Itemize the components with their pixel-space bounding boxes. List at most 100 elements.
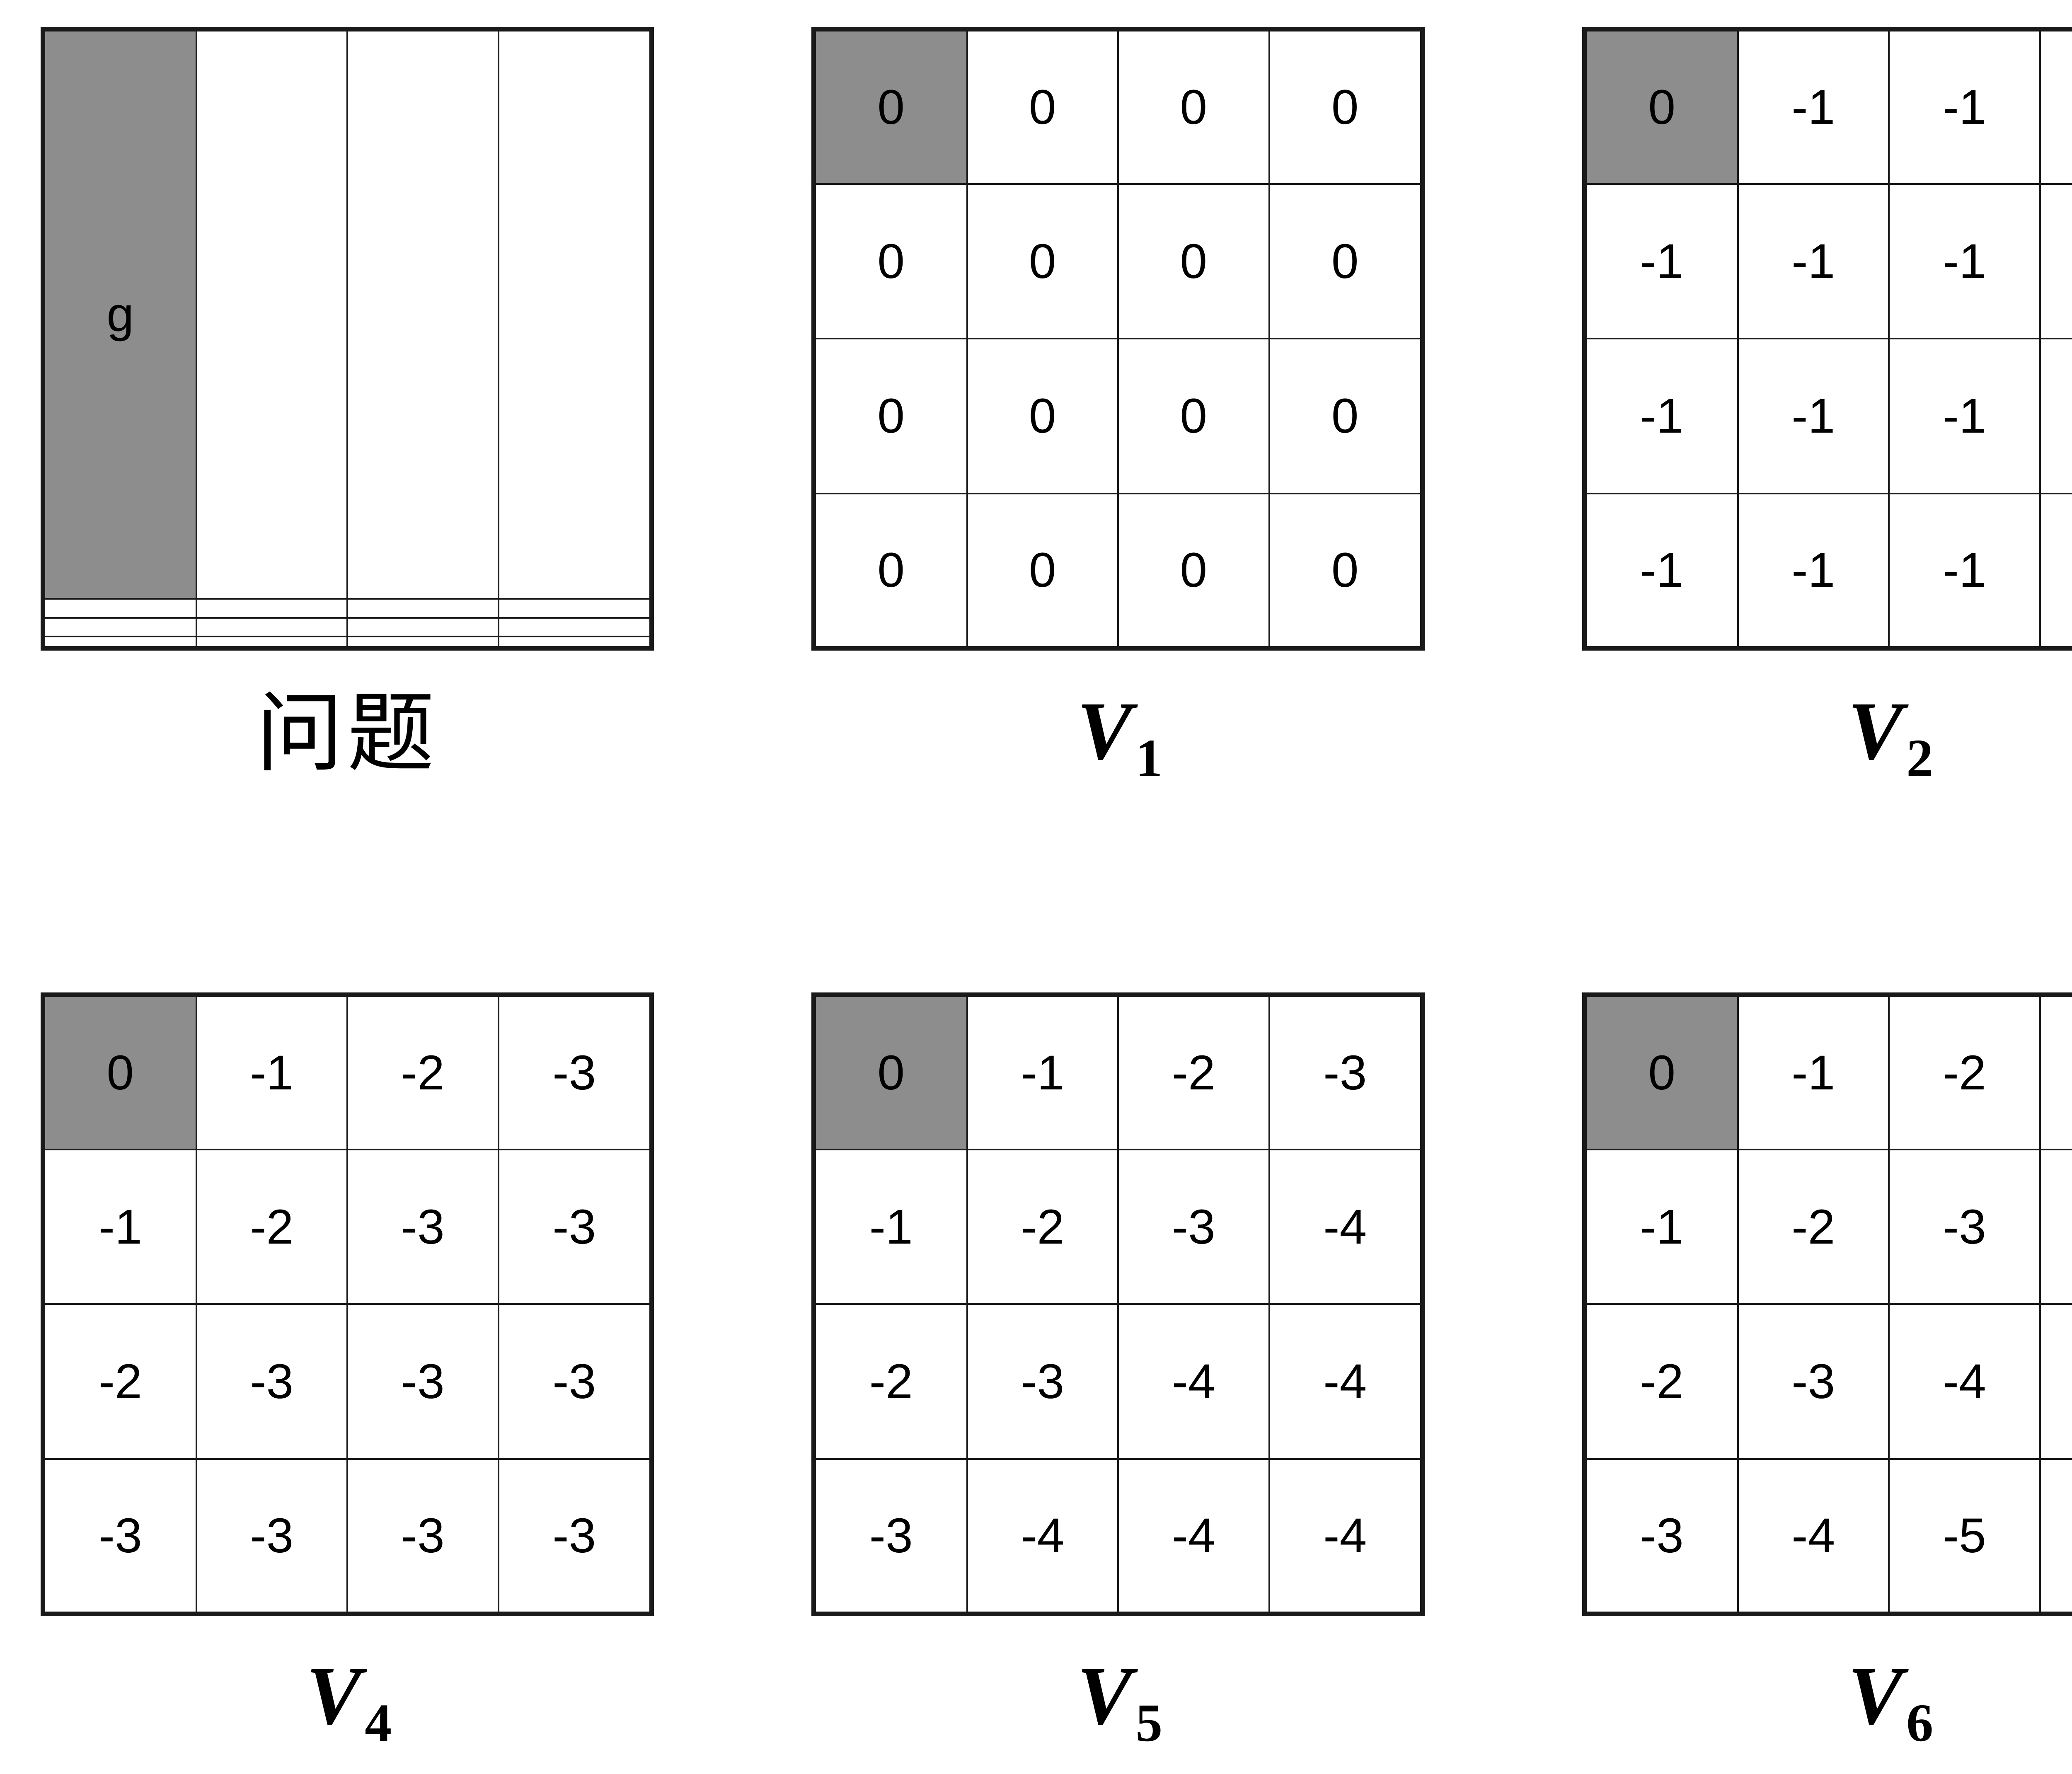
panel-problem-caption: 问题 (41, 690, 654, 777)
grid-cell-row0-col3: -1 (2039, 31, 2072, 185)
panel-v5-caption: V5 (811, 1655, 1425, 1750)
panel-v4-grid: 0-1-2-3-1-2-3-3-2-3-3-3-3-3-3-3 (41, 992, 654, 1616)
grid-cell-row0-col2: -2 (346, 997, 499, 1150)
grid-cell-row1-col0: -1 (1587, 183, 1739, 340)
caption-symbol: V (1077, 1650, 1133, 1742)
grid-cell-row2-col0: -2 (45, 1303, 197, 1460)
grid-cell-row0-col2: 0 (1117, 31, 1270, 185)
caption-symbol: V (306, 1650, 362, 1742)
panel-v6: 0-1-2-3-1-2-3-4-2-3-4-5-3-4-5-5V6 (1582, 992, 2072, 1750)
grid-cell-row2-col2: -4 (1888, 1303, 2041, 1460)
grid-cell-row2-col0: -1 (1587, 338, 1739, 495)
grid-cell-row3-col3: -3 (497, 1458, 649, 1612)
table-row: -1-2-3-4 (1587, 1148, 2072, 1305)
grid-cell-row2-col2: 0 (1117, 338, 1270, 495)
grid-cell-row2-col0: -2 (1587, 1303, 1739, 1460)
table-row (45, 598, 649, 619)
value-grid-table: 0-1-2-3-1-2-3-4-2-3-4-4-3-4-4-4 (816, 997, 1420, 1612)
panel-v4-caption: V4 (41, 1655, 654, 1750)
grid-cell-row3-col1: -1 (1737, 493, 1890, 646)
table-row: -2-3-3-3 (45, 1303, 649, 1460)
table-row: 0-1-2-3 (816, 997, 1420, 1150)
grid-cell-row0-col3 (497, 31, 649, 600)
grid-cell-row0-col1: -1 (966, 997, 1119, 1150)
grid-cell-row3-col0 (45, 636, 197, 646)
panel-v2-caption: V2 (1582, 690, 2072, 786)
grid-cell-row1-col1: -2 (195, 1148, 348, 1305)
grid-cell-row0-col3: -3 (1268, 997, 1420, 1150)
grid-cell-row3-col2: 0 (1117, 493, 1270, 646)
table-row: -3-4-4-4 (816, 1458, 1420, 1612)
panel-v5-grid: 0-1-2-3-1-2-3-4-2-3-4-4-3-4-4-4 (811, 992, 1425, 1616)
table-row: -1-2-3-4 (816, 1148, 1420, 1305)
grid-cell-row3-col1: 0 (966, 493, 1119, 646)
grid-cell-row3-col2: -5 (1888, 1458, 2041, 1612)
table-row: 0-1-2-3 (1587, 997, 2072, 1150)
grid-cell-row0-col3: 0 (1268, 31, 1420, 185)
caption-symbol: V (1847, 1650, 1903, 1742)
grid-cell-row3-col0: -3 (45, 1458, 197, 1612)
grid-cell-row1-col0: -1 (45, 1148, 197, 1305)
grid-cell-row1-col1: -1 (1737, 183, 1890, 340)
panel-problem-grid: g (41, 27, 654, 651)
value-grid-table: 0-1-2-3-1-2-3-3-2-3-3-3-3-3-3-3 (45, 997, 649, 1612)
grid-cell-row1-col0 (45, 598, 197, 619)
grid-cell-row2-col1: 0 (966, 338, 1119, 495)
table-row: -3-4-5-5 (1587, 1458, 2072, 1612)
table-row: -1-1-1-1 (1587, 338, 2072, 495)
grid-cell-row3-col3: -4 (1268, 1458, 1420, 1612)
caption-subscript: 2 (1906, 728, 1934, 788)
grid-cell-row1-col2: 0 (1117, 183, 1270, 340)
caption-symbol: V (1847, 685, 1903, 777)
grid-cell-row0-col1: 0 (966, 31, 1119, 185)
grid-cell-row2-col2 (346, 617, 499, 638)
grid-cell-row3-col1: -4 (966, 1458, 1119, 1612)
table-row: -1-1-1-1 (1587, 183, 2072, 340)
grid-cell-row0-col2: -2 (1888, 997, 2041, 1150)
grid-cell-row2-col0: 0 (816, 338, 968, 495)
grid-cell-row0-col3: -3 (497, 997, 649, 1150)
grid-cell-row1-col3: -1 (2039, 183, 2072, 340)
grid-cell-row0-col1 (195, 31, 348, 600)
grid-cell-row0-col1: -1 (195, 997, 348, 1150)
grid-cell-row3-col3 (497, 636, 649, 646)
grid-cell-row2-col1: -1 (1737, 338, 1890, 495)
grid-cell-row1-col0: 0 (816, 183, 968, 340)
grid-cell-row1-col1: -2 (966, 1148, 1119, 1305)
grid-cell-row2-col3: 0 (1268, 338, 1420, 495)
grid-cell-row2-col3: -4 (1268, 1303, 1420, 1460)
grid-cell-row2-col1: -3 (1737, 1303, 1890, 1460)
caption-subscript: 6 (1906, 1693, 1934, 1753)
grid-cell-row3-col3: 0 (1268, 493, 1420, 646)
table-row: 0-1-1-1 (1587, 31, 2072, 185)
grid-cell-row2-col2: -3 (346, 1303, 499, 1460)
grid-cell-row3-col0: -3 (1587, 1458, 1739, 1612)
grid-cell-row3-col3: -1 (2039, 493, 2072, 646)
grid-cell-row0-col0: 0 (816, 31, 968, 185)
grid-cell-row3-col0: 0 (816, 493, 968, 646)
caption-subscript: 4 (365, 1693, 392, 1753)
grid-cell-row1-col2: -1 (1888, 183, 2041, 340)
grid-cell-row0-col0: 0 (45, 997, 197, 1150)
grid-cell-row2-col2: -4 (1117, 1303, 1270, 1460)
panel-v6-grid: 0-1-2-3-1-2-3-4-2-3-4-5-3-4-5-5 (1582, 992, 2072, 1616)
panel-problem: g 问题 (41, 27, 654, 777)
grid-cell-row3-col2: -4 (1117, 1458, 1270, 1612)
grid-cell-row3-col2 (346, 636, 499, 646)
value-grid-table: 0-1-2-3-1-2-3-4-2-3-4-5-3-4-5-5 (1587, 997, 2072, 1612)
grid-cell-row1-col1 (195, 598, 348, 619)
grid-cell-row1-col3: 0 (1268, 183, 1420, 340)
grid-cell-row0-col1: -1 (1737, 997, 1890, 1150)
value-grid-table: g (45, 31, 649, 646)
grid-cell-row0-col3: -3 (2039, 997, 2072, 1150)
grid-cell-row1-col2: -3 (1117, 1148, 1270, 1305)
grid-cell-row1-col3 (497, 598, 649, 619)
table-row: 0-1-2-3 (45, 997, 649, 1150)
grid-cell-row0-col0: g (45, 31, 197, 600)
table-row: -2-3-4-5 (1587, 1303, 2072, 1460)
caption-symbol: V (1077, 685, 1133, 777)
grid-cell-row3-col2: -1 (1888, 493, 2041, 646)
